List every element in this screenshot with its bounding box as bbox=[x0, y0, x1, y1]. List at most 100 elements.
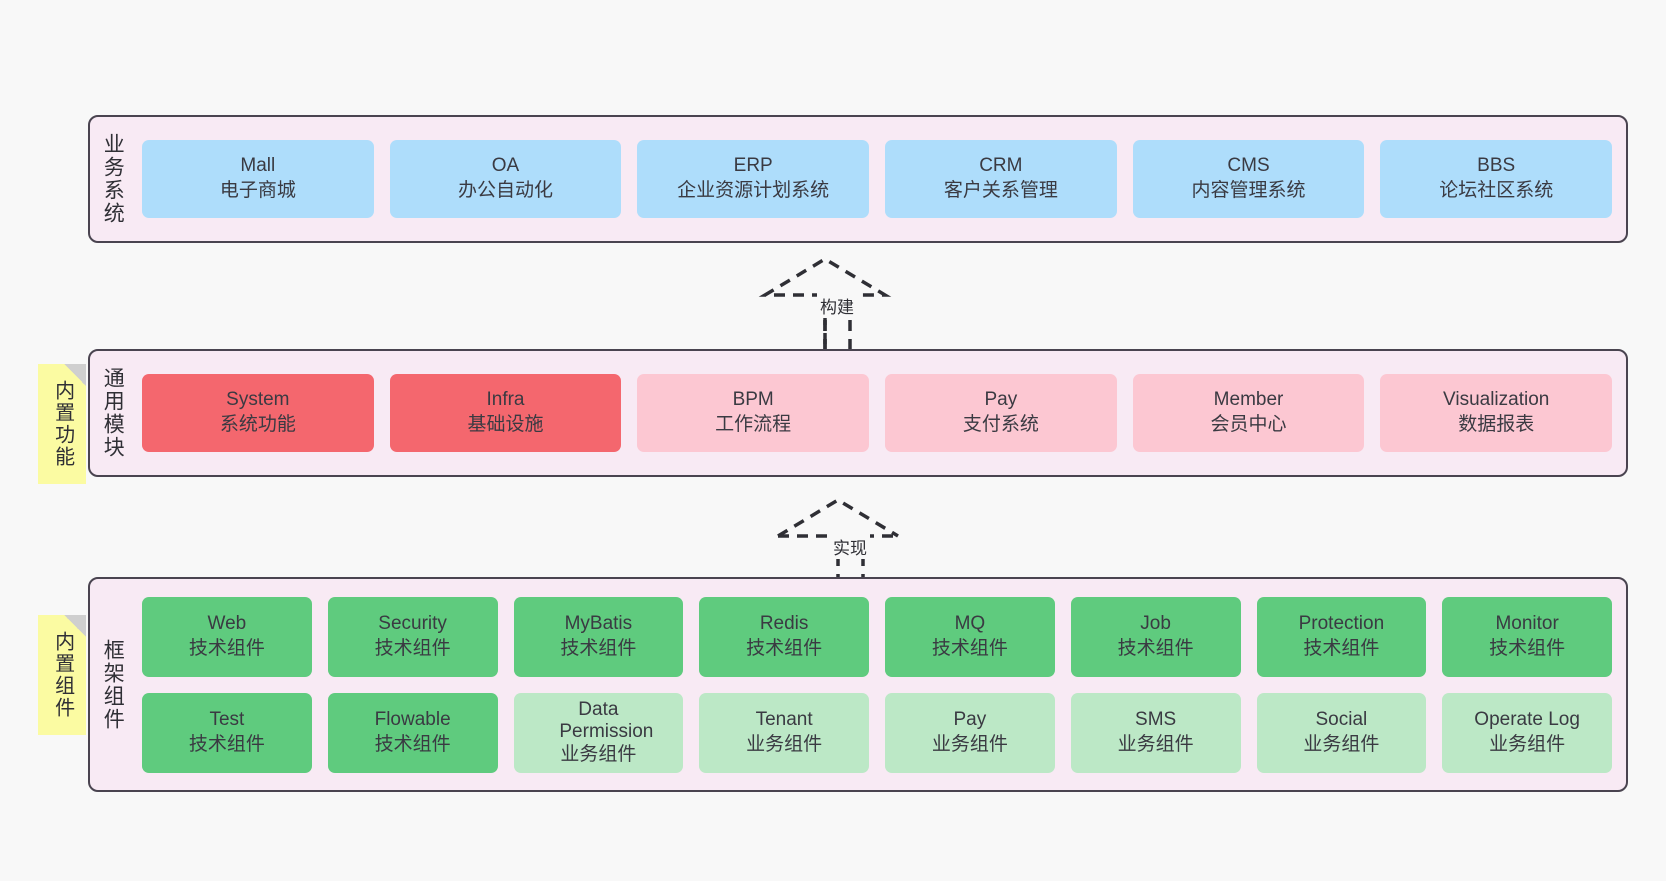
module-row: Mall 电子商城 OA 办公自动化 ERP 企业资源计划系统 CRM 客户关系… bbox=[142, 140, 1613, 218]
connector-build-arrow bbox=[758, 256, 892, 350]
module-subtitle: 技术组件 bbox=[188, 637, 265, 659]
module-box-system[interactable]: System 系统功能 bbox=[142, 374, 374, 452]
module-subtitle: 系统功能 bbox=[219, 414, 296, 435]
module-subtitle: 技术组件 bbox=[746, 637, 823, 659]
module-name: Infra bbox=[486, 389, 525, 411]
module-name: OA bbox=[491, 155, 520, 177]
module-subtitle: 技术组件 bbox=[1117, 637, 1194, 659]
connector-build: 构建 bbox=[755, 255, 915, 350]
layer-common-module[interactable]: 通用模块 System 系统功能 Infra 基础设施 BPM 工作流程 Pay… bbox=[88, 349, 1628, 477]
module-row: Web 技术组件 Security 技术组件 MyBatis 技术组件 Redi… bbox=[142, 596, 1612, 677]
connector-implement-label: 实现 bbox=[830, 534, 870, 559]
module-subtitle: 内容管理系统 bbox=[1191, 180, 1306, 201]
module-box-protection[interactable]: Protection 技术组件 bbox=[1256, 596, 1427, 677]
module-name: Protection bbox=[1298, 612, 1385, 634]
module-box-social[interactable]: Social 业务组件 bbox=[1256, 692, 1427, 773]
module-subtitle: 技术组件 bbox=[931, 637, 1008, 659]
module-name: Data Permission bbox=[559, 698, 654, 743]
layer-body-business-system: Mall 电子商城 OA 办公自动化 ERP 企业资源计划系统 CRM 客户关系… bbox=[134, 117, 1626, 241]
module-name: Web bbox=[207, 612, 247, 634]
module-box-mybatis[interactable]: MyBatis 技术组件 bbox=[513, 596, 684, 677]
module-box-pay[interactable]: Pay 支付系统 bbox=[885, 374, 1117, 452]
module-subtitle: 技术组件 bbox=[1489, 637, 1566, 659]
module-name: Redis bbox=[759, 612, 809, 634]
layer-title-common-module: 通用模块 bbox=[101, 367, 125, 459]
module-box-erp[interactable]: ERP 企业资源计划系统 bbox=[637, 140, 870, 218]
module-box-operate-log[interactable]: Operate Log 业务组件 bbox=[1442, 692, 1612, 773]
module-box-bbs[interactable]: BBS 论坛社区系统 bbox=[1380, 140, 1613, 218]
sticky-note-label: 内置功能 bbox=[51, 380, 74, 468]
module-name: Member bbox=[1213, 389, 1284, 411]
module-subtitle: 业务组件 bbox=[746, 733, 823, 755]
module-box-mq[interactable]: MQ 技术组件 bbox=[885, 596, 1055, 677]
module-box-tenant[interactable]: Tenant 业务组件 bbox=[699, 692, 869, 773]
layer-business-system[interactable]: 业务系统 Mall 电子商城 OA 办公自动化 ERP 企业资源计划系统 CRM… bbox=[88, 115, 1628, 243]
module-name: BPM bbox=[732, 389, 774, 411]
module-name: MyBatis bbox=[564, 612, 633, 634]
module-box-redis[interactable]: Redis 技术组件 bbox=[699, 596, 869, 677]
module-subtitle: 工作流程 bbox=[715, 414, 792, 435]
module-subtitle: 办公自动化 bbox=[458, 180, 554, 201]
module-box-bpm[interactable]: BPM 工作流程 bbox=[637, 374, 870, 452]
connector-implement: 实现 bbox=[768, 490, 928, 582]
module-box-data-permission[interactable]: Data Permission 业务组件 bbox=[513, 692, 684, 773]
module-box-member[interactable]: Member 会员中心 bbox=[1132, 374, 1365, 452]
module-name: Job bbox=[1140, 612, 1171, 634]
module-name: Security bbox=[378, 612, 447, 634]
module-subtitle: 业务组件 bbox=[1489, 733, 1566, 755]
module-box-security[interactable]: Security 技术组件 bbox=[327, 596, 498, 677]
connector-build-label: 构建 bbox=[817, 293, 857, 318]
module-box-mall[interactable]: Mall 电子商城 bbox=[142, 140, 374, 218]
module-name: Mall bbox=[240, 155, 276, 177]
module-subtitle: 支付系统 bbox=[962, 414, 1039, 435]
module-name: Operate Log bbox=[1474, 708, 1580, 730]
module-name: Social bbox=[1315, 708, 1368, 730]
module-subtitle: 论坛社区系统 bbox=[1439, 180, 1554, 201]
module-subtitle: 技术组件 bbox=[1303, 637, 1380, 659]
module-subtitle: 数据报表 bbox=[1458, 414, 1535, 435]
module-subtitle: 客户关系管理 bbox=[943, 180, 1058, 201]
module-box-web[interactable]: Web 技术组件 bbox=[142, 596, 312, 677]
module-name: Test bbox=[209, 708, 245, 730]
module-subtitle: 企业资源计划系统 bbox=[677, 180, 830, 201]
module-subtitle: 技术组件 bbox=[374, 637, 451, 659]
layer-title-business-system: 业务系统 bbox=[101, 133, 125, 225]
module-name: Pay bbox=[984, 389, 1018, 411]
module-box-infra[interactable]: Infra 基础设施 bbox=[389, 374, 622, 452]
layer-framework-component[interactable]: 框架组件 Web 技术组件 Security 技术组件 MyBatis 技术组件… bbox=[88, 577, 1628, 792]
module-name: Visualization bbox=[1443, 389, 1550, 411]
sticky-note-label: 内置组件 bbox=[51, 631, 74, 719]
module-box-cms[interactable]: CMS 内容管理系统 bbox=[1132, 140, 1365, 218]
layer-body-common-module: System 系统功能 Infra 基础设施 BPM 工作流程 Pay 支付系统… bbox=[134, 351, 1626, 475]
module-box-job[interactable]: Job 技术组件 bbox=[1070, 596, 1241, 677]
module-subtitle: 技术组件 bbox=[188, 733, 265, 755]
module-box-oa[interactable]: OA 办公自动化 bbox=[389, 140, 622, 218]
module-subtitle: 业务组件 bbox=[560, 743, 637, 765]
module-name: CMS bbox=[1227, 155, 1270, 177]
module-subtitle: 业务组件 bbox=[931, 733, 1008, 755]
module-name: SMS bbox=[1135, 708, 1177, 730]
module-box-sms[interactable]: SMS 业务组件 bbox=[1070, 692, 1241, 773]
sticky-fold-icon bbox=[64, 615, 86, 637]
module-subtitle: 业务组件 bbox=[1303, 733, 1380, 755]
module-row: Test 技术组件 Flowable 技术组件 Data Permission … bbox=[142, 692, 1612, 773]
module-box-pay-business[interactable]: Pay 业务组件 bbox=[885, 692, 1055, 773]
module-name: Flowable bbox=[374, 708, 451, 730]
module-subtitle: 技术组件 bbox=[560, 637, 637, 659]
module-box-test[interactable]: Test 技术组件 bbox=[142, 692, 312, 773]
module-box-monitor[interactable]: Monitor 技术组件 bbox=[1442, 596, 1612, 677]
module-box-flowable[interactable]: Flowable 技术组件 bbox=[327, 692, 498, 773]
module-name: Tenant bbox=[755, 708, 813, 730]
module-name: Pay bbox=[953, 708, 987, 730]
module-name: CRM bbox=[979, 155, 1023, 177]
module-name: System bbox=[226, 389, 290, 411]
module-box-visualization[interactable]: Visualization 数据报表 bbox=[1380, 374, 1613, 452]
layer-title-framework-component: 框架组件 bbox=[101, 638, 125, 731]
module-box-crm[interactable]: CRM 客户关系管理 bbox=[885, 140, 1117, 218]
module-subtitle: 业务组件 bbox=[1117, 733, 1194, 755]
sticky-note-builtin-features: 内置功能 bbox=[38, 364, 86, 484]
module-row: System 系统功能 Infra 基础设施 BPM 工作流程 Pay 支付系统… bbox=[142, 374, 1613, 452]
module-name: MQ bbox=[954, 612, 986, 634]
module-name: ERP bbox=[733, 155, 773, 177]
